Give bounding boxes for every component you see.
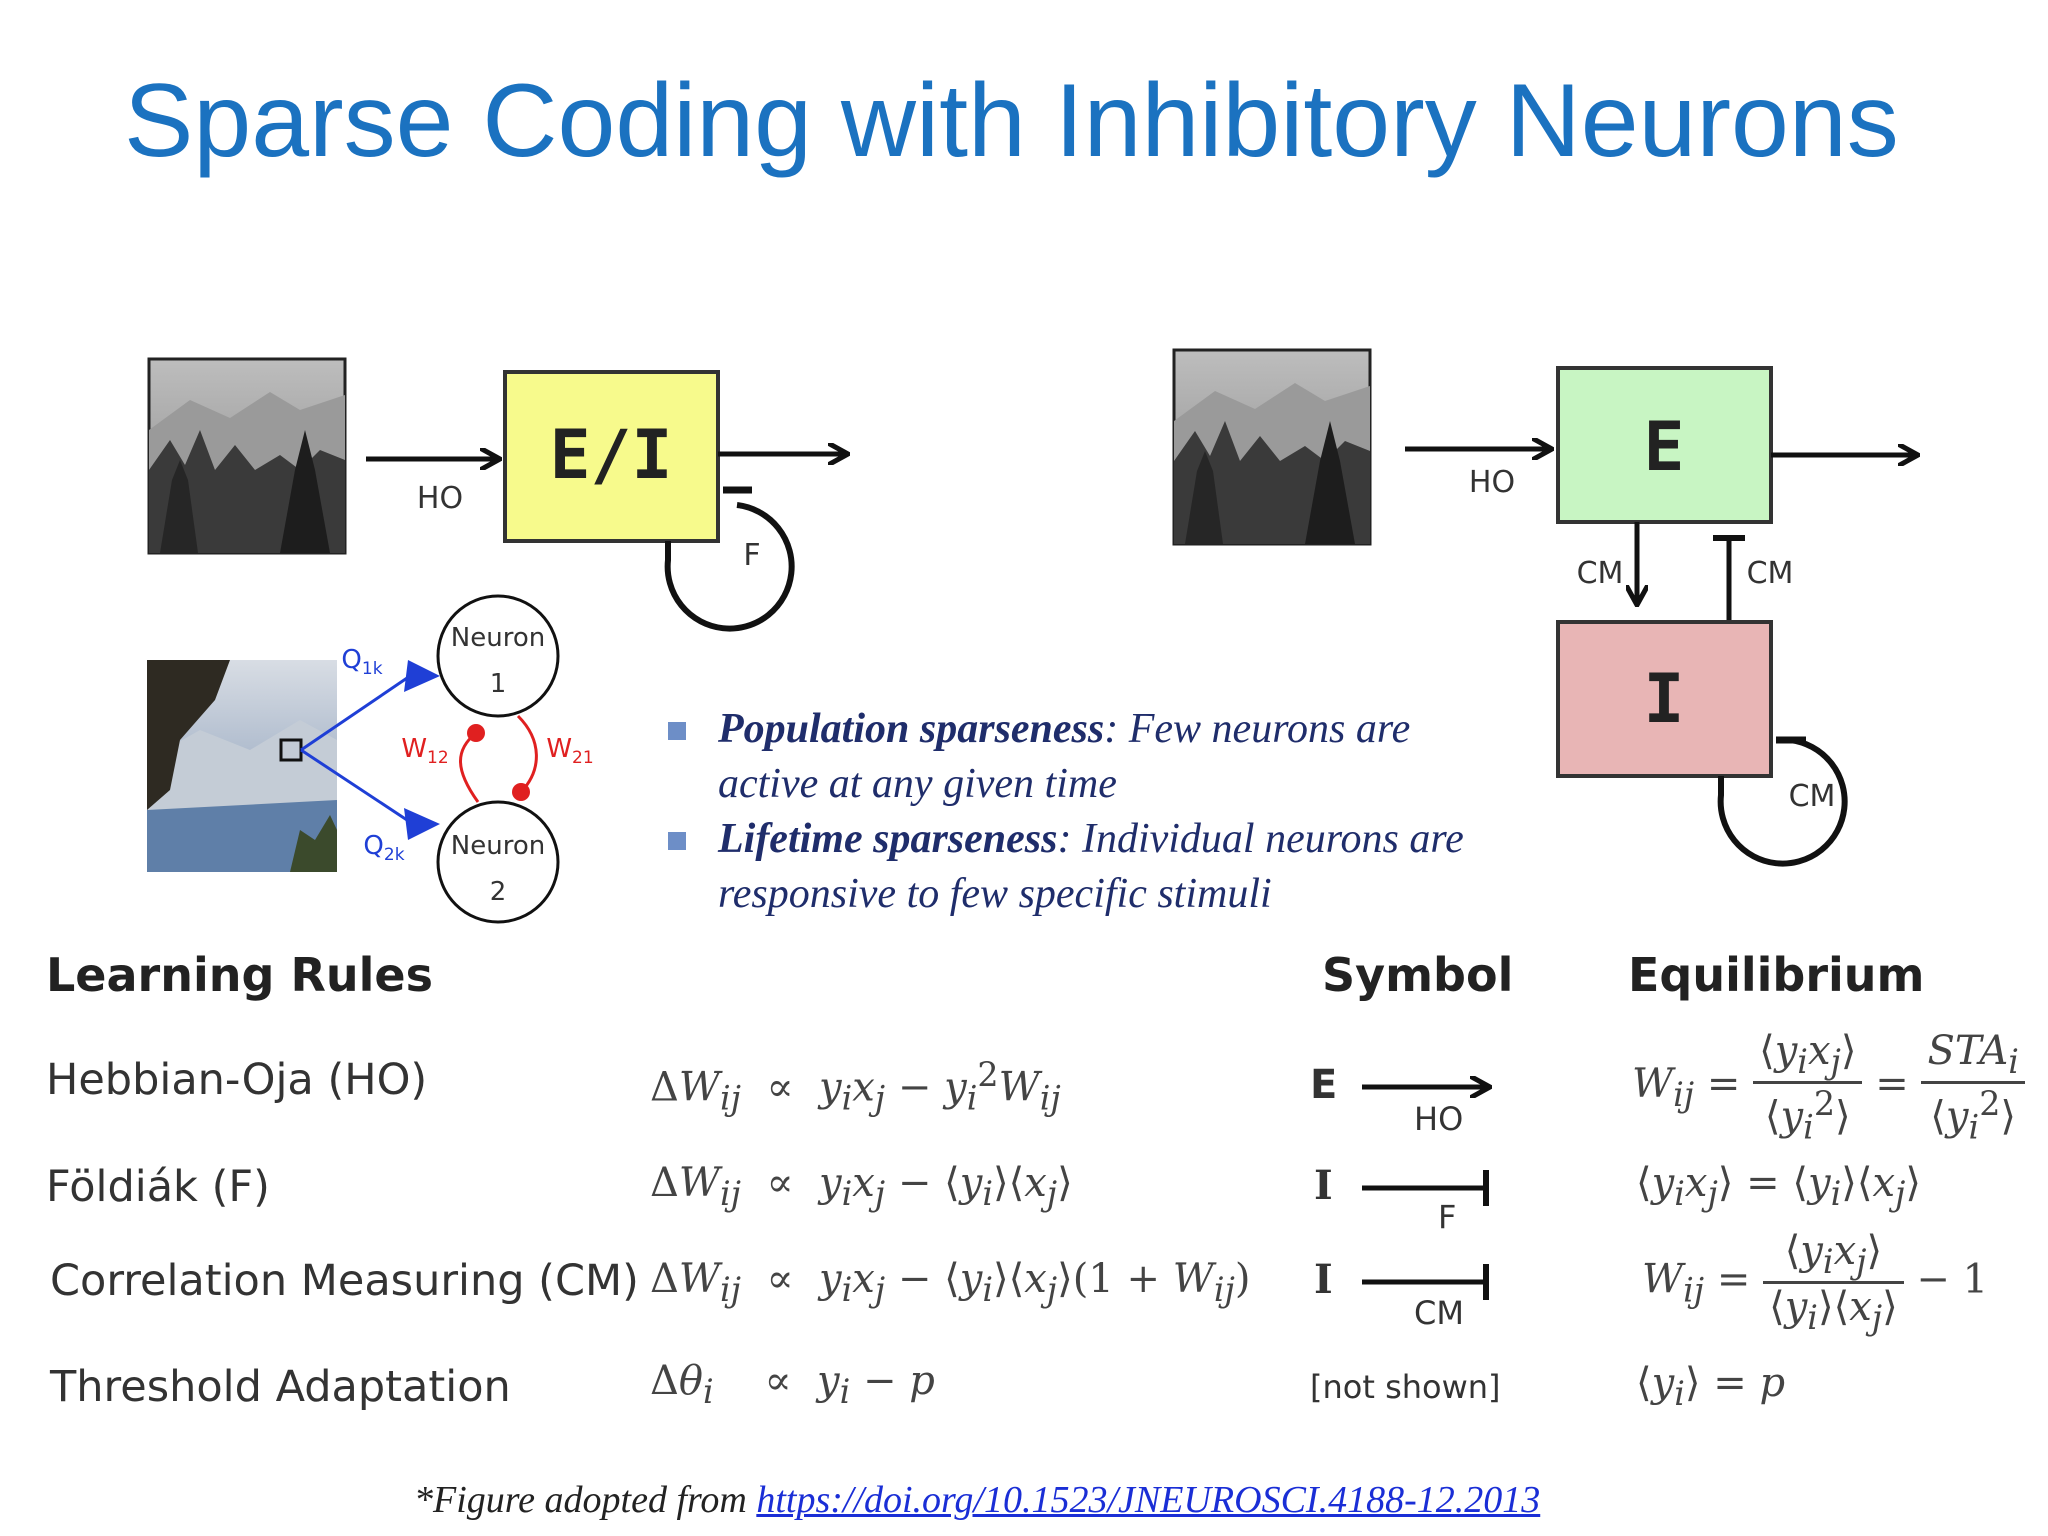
w21-synapse bbox=[512, 783, 530, 801]
ei-box-label: E/I bbox=[550, 416, 673, 495]
equilibrium-foldiak: ⟨yixj⟩ = ⟨yi⟩⟨xj⟩ bbox=[1636, 1160, 1921, 1213]
rule-name-correlation-measuring: Correlation Measuring (CM) bbox=[50, 1256, 639, 1306]
q2-connection bbox=[300, 748, 411, 824]
bullet-square-icon bbox=[668, 722, 686, 740]
feedback-label: F bbox=[743, 538, 760, 573]
sparseness-bullets: Population sparseness: Few neurons are a… bbox=[668, 702, 1488, 922]
neuron-2-label: Neuron bbox=[451, 831, 545, 861]
bullet-population: Population sparseness: Few neurons are a… bbox=[668, 702, 1488, 812]
symbol-label-ho: HO bbox=[1414, 1100, 1464, 1138]
neuron-1 bbox=[436, 594, 560, 718]
ho-input-label-right: HO bbox=[1469, 465, 1515, 500]
q1-synapse bbox=[404, 660, 440, 692]
rule-name-hebbian-oja: Hebbian-Oja (HO) bbox=[46, 1055, 428, 1105]
symbol-letter-e: E bbox=[1310, 1062, 1338, 1108]
w12-label: W12 bbox=[401, 734, 448, 768]
i-self-loop bbox=[1717, 737, 1848, 867]
bullet-term: Population sparseness bbox=[718, 706, 1105, 752]
landscape-photo-color bbox=[147, 660, 337, 872]
e-to-i-label: CM bbox=[1577, 556, 1624, 591]
symbol-letter-i-cm: I bbox=[1314, 1256, 1333, 1303]
equilibrium-hebbian-oja: Wij = ⟨yixj⟩⟨yi2⟩ = STAi⟨yi2⟩ bbox=[1632, 1028, 2025, 1146]
neuron-2-number: 2 bbox=[490, 877, 507, 907]
i-self-loop-label: CM bbox=[1789, 779, 1836, 814]
q2-synapse bbox=[404, 808, 440, 840]
neuron-1-label: Neuron bbox=[451, 623, 545, 653]
footnote-prefix: *Figure adopted from bbox=[414, 1479, 757, 1521]
footnote: *Figure adopted from https://doi.org/10.… bbox=[414, 1478, 1540, 1522]
neuron-2 bbox=[436, 800, 560, 924]
landscape-photo-left bbox=[147, 357, 347, 555]
doi-link[interactable]: https://doi.org/10.1523/JNEUROSCI.4188-1… bbox=[756, 1479, 1541, 1521]
bullet-square-icon bbox=[668, 832, 686, 850]
header-equilibrium: Equilibrium bbox=[1628, 948, 1925, 1002]
equilibrium-correlation-measuring: Wij = ⟨yixj⟩⟨yi⟩⟨xj⟩ − 1 bbox=[1642, 1228, 1989, 1337]
q1-connection bbox=[300, 674, 411, 752]
symbol-label-cm: CM bbox=[1414, 1294, 1464, 1332]
bullet-text: : Few neurons are active at any given ti… bbox=[718, 706, 1411, 807]
neuron-1-number: 1 bbox=[490, 669, 507, 699]
equilibrium-threshold-adaptation: ⟨yi⟩ = p bbox=[1636, 1360, 1786, 1413]
bullet-term: Lifetime sparseness bbox=[718, 816, 1058, 862]
bullet-text: : Individual neurons are responsive to f… bbox=[718, 816, 1464, 917]
i-to-e-label: CM bbox=[1747, 556, 1794, 591]
symbol-letter-i-f: I bbox=[1314, 1162, 1333, 1209]
formula-hebbian-oja: ΔWij ∝ yixj − yi2Wij bbox=[650, 1055, 1061, 1118]
e-box-label: E bbox=[1644, 408, 1685, 487]
q2-label: Q2k bbox=[363, 831, 404, 865]
header-learning-rules: Learning Rules bbox=[46, 948, 433, 1002]
ho-input-label: HO bbox=[417, 481, 463, 516]
e-box bbox=[1556, 366, 1773, 524]
w21-label: W21 bbox=[546, 734, 593, 768]
symbol-not-shown: [not shown] bbox=[1310, 1368, 1501, 1406]
rule-name-foldiak: Földiák (F) bbox=[46, 1162, 270, 1212]
feedback-loop bbox=[664, 502, 795, 632]
w21-connection bbox=[516, 714, 538, 794]
bullet-lifetime: Lifetime sparseness: Individual neurons … bbox=[668, 812, 1488, 922]
symbol-column bbox=[1362, 1060, 1520, 1300]
landscape-photo-right bbox=[1172, 348, 1372, 546]
header-symbol: Symbol bbox=[1322, 948, 1514, 1002]
formula-threshold-adaptation: Δθi ∝ yi − p bbox=[650, 1358, 935, 1411]
q1-label: Q1k bbox=[341, 645, 382, 679]
rule-name-threshold-adaptation: Threshold Adaptation bbox=[50, 1362, 511, 1412]
slide-title: Sparse Coding with Inhibitory Neurons bbox=[124, 63, 1899, 179]
ei-box bbox=[503, 370, 720, 543]
i-box bbox=[1556, 620, 1773, 778]
formula-correlation-measuring: ΔWij ∝ yixj − ⟨yi⟩⟨xj⟩(1 + Wij) bbox=[650, 1256, 1251, 1309]
diagram-canvas: E/I HO F Q1k Q2k Neuron 1 Neuron 2 W12 W… bbox=[147, 348, 2048, 924]
formula-foldiak: ΔWij ∝ yixj − ⟨yi⟩⟨xj⟩ bbox=[650, 1160, 1073, 1213]
i-box-label: I bbox=[1644, 660, 1685, 739]
symbol-label-f: F bbox=[1438, 1198, 1457, 1236]
w12-synapse bbox=[467, 724, 485, 742]
w12-connection bbox=[459, 731, 480, 803]
